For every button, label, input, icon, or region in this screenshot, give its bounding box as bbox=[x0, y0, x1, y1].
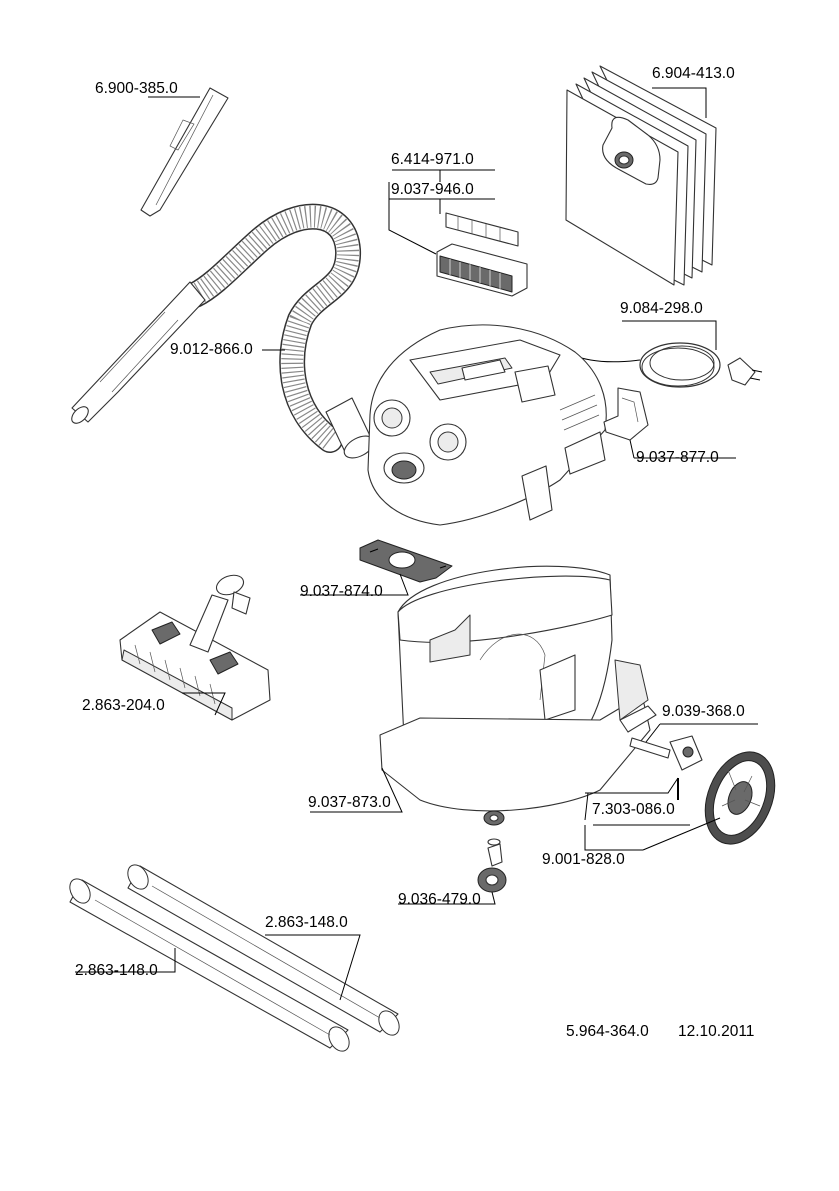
axle-icon bbox=[629, 735, 703, 800]
part-label-filter-bags: 6.904-413.0 bbox=[652, 65, 735, 82]
part-label-clip: 7.303-086.0 bbox=[592, 801, 675, 818]
part-label-suction-tube-a: 2.863-148.0 bbox=[265, 914, 348, 931]
castor-icon bbox=[477, 838, 507, 893]
part-label-wheel: 9.001-828.0 bbox=[542, 851, 625, 868]
leader-lines bbox=[75, 87, 758, 1001]
wheel-icon bbox=[704, 751, 776, 845]
part-label-seal-plate: 9.037-874.0 bbox=[300, 583, 383, 600]
hose-holder-icon bbox=[603, 387, 649, 441]
part-label-hose-holder: 9.037-877.0 bbox=[636, 449, 719, 466]
document-number: 5.964-364.0 bbox=[566, 1023, 649, 1040]
filter-bag-icon bbox=[565, 65, 717, 286]
floor-nozzle-icon bbox=[119, 574, 271, 721]
part-label-suction-hose: 9.012-866.0 bbox=[170, 341, 253, 358]
part-label-power-cord: 9.084-298.0 bbox=[620, 300, 703, 317]
tube-icon bbox=[69, 878, 350, 1052]
part-label-filter-set: 6.414-971.0 bbox=[391, 151, 474, 168]
vacuum-head-icon bbox=[367, 324, 607, 526]
part-label-axle: 9.039-368.0 bbox=[662, 703, 745, 720]
document-date: 12.10.2011 bbox=[678, 1023, 755, 1040]
suction-hose-icon bbox=[71, 203, 375, 459]
tube-icon bbox=[127, 864, 400, 1036]
crevice-nozzle-icon bbox=[140, 87, 229, 217]
container-icon bbox=[379, 565, 657, 826]
part-label-crevice-nozzle: 6.900-385.0 bbox=[95, 80, 178, 97]
part-label-flat-filter: 9.037-946.0 bbox=[391, 181, 474, 198]
part-label-floor-nozzle: 2.863-204.0 bbox=[82, 697, 165, 714]
part-label-castor: 9.036-479.0 bbox=[398, 891, 481, 908]
part-label-container: 9.037-873.0 bbox=[308, 794, 391, 811]
flat-filter-icon bbox=[436, 212, 528, 297]
seal-plate-icon bbox=[359, 539, 453, 583]
power-plug-icon bbox=[544, 342, 763, 388]
part-label-suction-tube-b: 2.863-148.0 bbox=[75, 962, 158, 979]
